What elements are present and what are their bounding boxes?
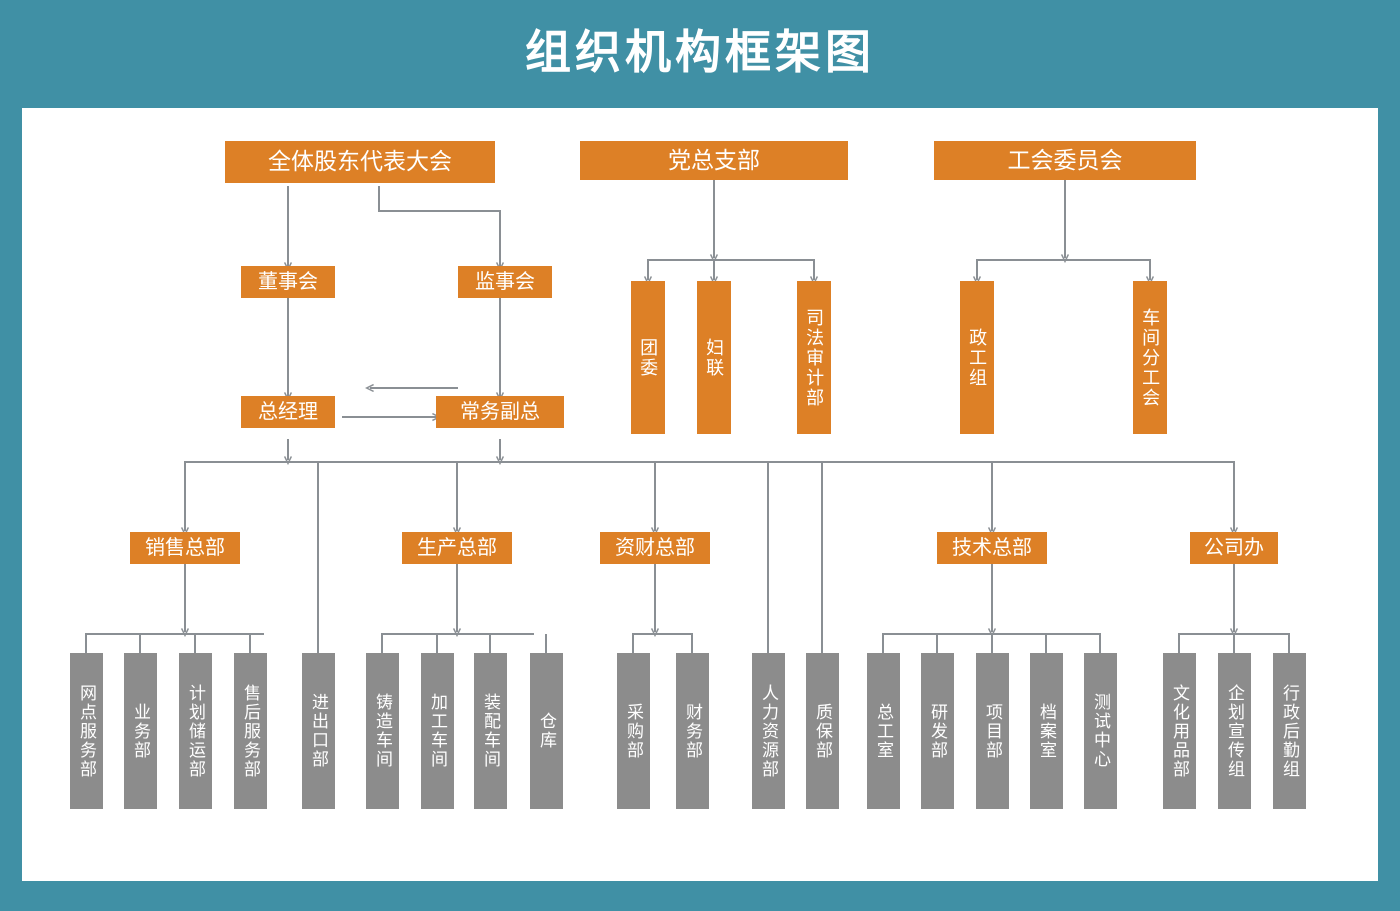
node-research-development-dept[interactable]: 研发部 <box>921 653 954 809</box>
node-planning-promotion-group[interactable]: 企划宣传组 <box>1218 653 1251 809</box>
page-title: 组织机构框架图 <box>525 26 875 78</box>
node-assembly-workshop[interactable]: 装配车间 <box>474 653 507 809</box>
node-import-export-dept[interactable]: 进出口部 <box>302 653 335 809</box>
node-quality-assurance-dept[interactable]: 质保部 <box>806 653 839 809</box>
node-business-dept[interactable]: 业务部 <box>124 653 157 809</box>
node-purchasing-dept[interactable]: 采购部 <box>617 653 650 809</box>
node-company-office[interactable]: 公司办 <box>1190 532 1278 564</box>
node-youth-league[interactable]: 团委 <box>631 281 665 434</box>
node-warehouse[interactable]: 仓库 <box>530 653 563 809</box>
node-finance-headquarters[interactable]: 资财总部 <box>600 532 710 564</box>
node-archives-office[interactable]: 档案室 <box>1030 653 1063 809</box>
node-party-branch[interactable]: 党总支部 <box>580 141 848 180</box>
node-union-committee[interactable]: 工会委员会 <box>934 141 1196 180</box>
chart-panel: 全体股东代表大会 党总支部 工会委员会 董事会 监事会 团委 妇联 司法审计部 … <box>22 108 1378 881</box>
node-machining-workshop[interactable]: 加工车间 <box>421 653 454 809</box>
node-testing-center[interactable]: 测试中心 <box>1084 653 1117 809</box>
node-stationery-dept[interactable]: 文化用品部 <box>1163 653 1196 809</box>
node-sales-headquarters[interactable]: 销售总部 <box>130 532 240 564</box>
node-admin-logistics-group[interactable]: 行政后勤组 <box>1273 653 1306 809</box>
node-after-sales-service-dept[interactable]: 售后服务部 <box>234 653 267 809</box>
node-production-headquarters[interactable]: 生产总部 <box>402 532 512 564</box>
node-executive-deputy-gm[interactable]: 常务副总 <box>436 396 564 428</box>
node-workshop-union[interactable]: 车间分工会 <box>1133 281 1167 434</box>
node-project-dept[interactable]: 项目部 <box>976 653 1009 809</box>
node-general-manager[interactable]: 总经理 <box>241 396 335 428</box>
node-branch-service-dept[interactable]: 网点服务部 <box>70 653 103 809</box>
node-human-resources-dept[interactable]: 人力资源部 <box>752 653 785 809</box>
node-shareholders-assembly[interactable]: 全体股东代表大会 <box>225 141 495 183</box>
node-judicial-audit-dept[interactable]: 司法审计部 <box>797 281 831 434</box>
node-technology-headquarters[interactable]: 技术总部 <box>937 532 1047 564</box>
node-casting-workshop[interactable]: 铸造车间 <box>366 653 399 809</box>
node-chief-engineer-office[interactable]: 总工室 <box>867 653 900 809</box>
node-planning-storage-transport-dept[interactable]: 计划储运部 <box>179 653 212 809</box>
node-womens-federation[interactable]: 妇联 <box>697 281 731 434</box>
node-political-work-group[interactable]: 政工组 <box>960 281 994 434</box>
node-board-of-supervisors[interactable]: 监事会 <box>458 266 552 298</box>
node-finance-accounting-dept[interactable]: 财务部 <box>676 653 709 809</box>
node-board-of-directors[interactable]: 董事会 <box>241 266 335 298</box>
